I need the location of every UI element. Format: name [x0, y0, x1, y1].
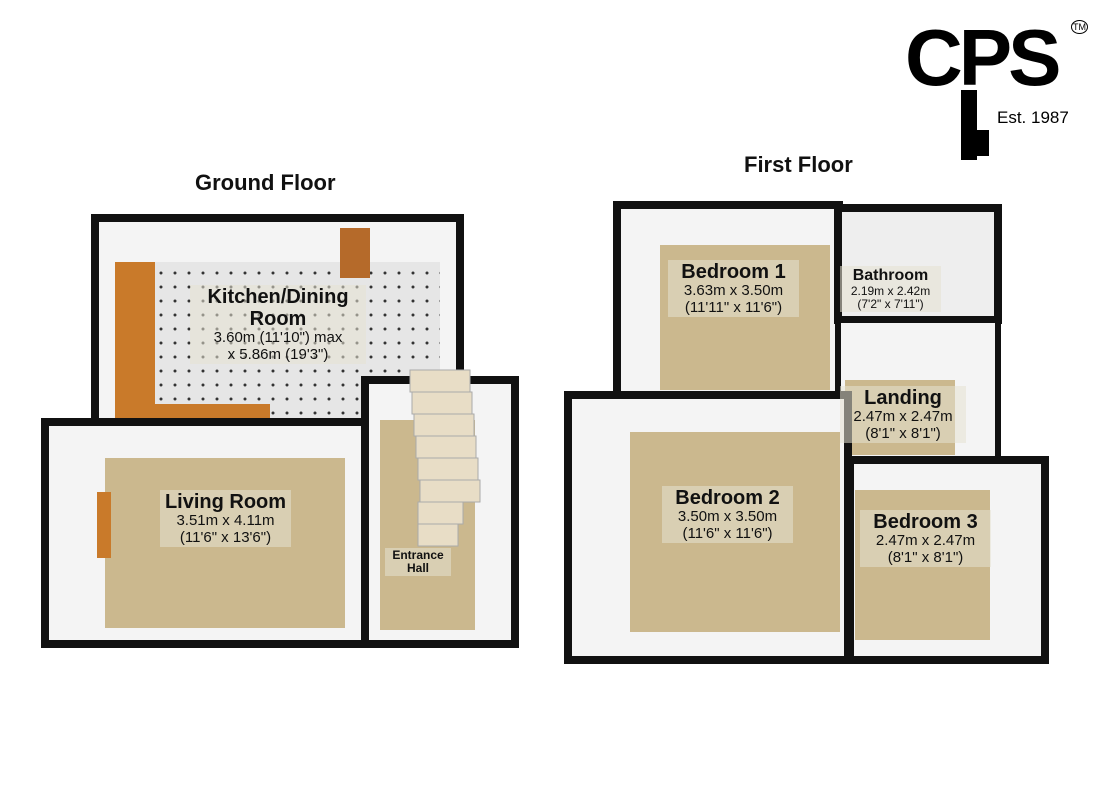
room-dimensions-imperial: (11'6" x 11'6") [682, 524, 773, 542]
room-name: Living Room [164, 491, 287, 513]
room-dimensions: 2.47m x 2.47m [875, 532, 976, 549]
room-dimensions: 2.19m x 2.42m [850, 283, 931, 298]
kitchen-worktop [115, 262, 155, 418]
key-bit-icon [975, 130, 989, 156]
landing-label: Landing 2.47m x 2.47m (8'1" x 8'1") [840, 386, 966, 443]
room-dimensions-imperial: (7'2" x 7'11") [857, 296, 924, 311]
room-dimensions: 3.50m x 3.50m [677, 508, 778, 525]
room-dimensions: 3.60m (11'10") max [213, 329, 343, 346]
staircase [409, 369, 481, 547]
kitchen-label: Kitchen/Dining Room 3.60m (11'10") max x… [190, 285, 366, 364]
room-dimensions: 2.47m x 2.47m [853, 408, 953, 425]
first-floor-plan [564, 201, 1049, 664]
bedroom-3-label: Bedroom 3 2.47m x 2.47m (8'1" x 8'1") [860, 510, 991, 567]
room-dimensions-imperial: (11'11" x 11'6") [684, 298, 783, 316]
room-name: Bathroom [852, 267, 929, 284]
key-icon [961, 90, 977, 160]
room-dimensions: 3.51m x 4.11m [176, 512, 275, 529]
logo-established: Est. 1987 [997, 108, 1069, 127]
room-dimensions-imperial: x 5.86m (19'3") [227, 345, 329, 363]
room-name: Kitchen/Dining Room [207, 286, 349, 330]
room-dimensions-imperial: (8'1" x 8'1") [865, 424, 941, 442]
room-name: Bedroom 2 [675, 487, 780, 509]
logo-brand: CPS [905, 13, 1061, 102]
ground-floor-plan [41, 214, 519, 648]
room-name: Landing [864, 387, 942, 409]
room-dimensions-imperial: (8'1" x 8'1") [887, 548, 964, 566]
living-room-label: Living Room 3.51m x 4.11m (11'6" x 13'6"… [160, 490, 291, 547]
room-dimensions: 3.63m x 3.50m [683, 282, 784, 299]
room-name: Bedroom 3 [873, 511, 978, 533]
room-name: Bedroom 1 [681, 261, 786, 283]
bedroom-2-label: Bedroom 2 3.50m x 3.50m (11'6" x 11'6") [662, 486, 793, 543]
first-floor-title: First Floor [744, 152, 853, 177]
entrance-hall-label: Entrance Hall [385, 548, 451, 577]
bedroom-1-label: Bedroom 1 3.63m x 3.50m (11'11" x 11'6") [668, 260, 799, 317]
room-dimensions-imperial: (11'6" x 13'6") [179, 528, 272, 546]
bathroom-label: Bathroom 2.19m x 2.42m (7'2" x 7'11") [840, 266, 941, 312]
cps-logo: CPS TM Est. 1987 [905, 18, 1095, 168]
ground-floor-title: Ground Floor [195, 170, 336, 195]
logo-trademark: TM [1071, 20, 1088, 34]
room-name: Entrance Hall [392, 548, 444, 576]
